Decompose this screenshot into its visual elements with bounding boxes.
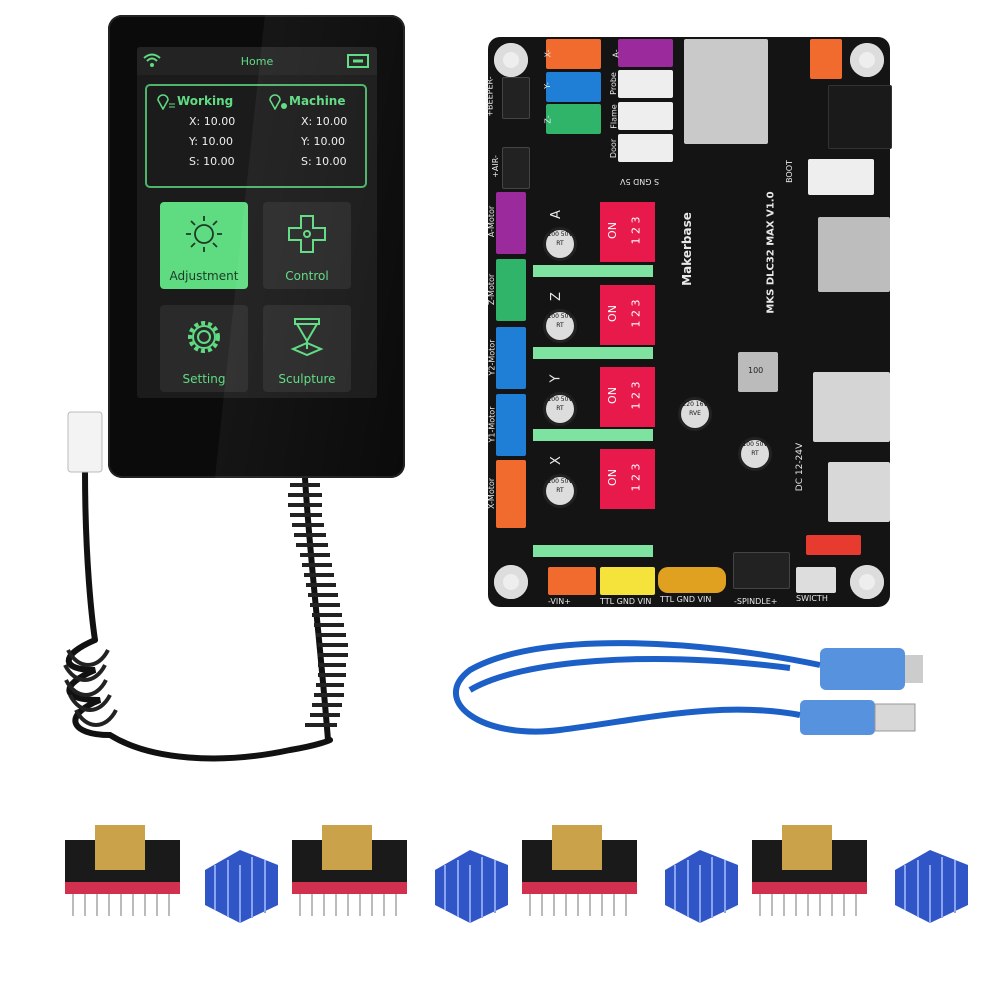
working-x: X: 10.00 [189, 115, 236, 128]
stepper-driver [64, 824, 181, 917]
usb-b-port [828, 85, 892, 149]
stepper-driver [751, 824, 868, 917]
z-motor-connector [496, 259, 526, 321]
dpad-icon [288, 215, 326, 253]
x-motor-connector [496, 460, 526, 528]
mount-hole [494, 565, 528, 599]
working-label: Working [177, 94, 234, 108]
flame-connector [618, 102, 673, 130]
mount-hole [850, 43, 884, 77]
rj-connector [67, 411, 103, 473]
capacitor: 220 16V RVE [678, 397, 712, 431]
machine-s: S: 10.00 [301, 155, 347, 168]
a-motor-connector [496, 192, 526, 254]
position-panel: Working X: 10.00 Y: 10.00 S: 10.00 Machi… [145, 84, 367, 188]
dc-jack [828, 462, 890, 522]
laser-head-icon [290, 318, 324, 357]
machine-coords: Machine X: 10.00 Y: 10.00 S: 10.00 [265, 94, 365, 168]
heatsink [664, 849, 739, 924]
working-coords: Working X: 10.00 Y: 10.00 S: 10.00 [153, 94, 253, 168]
machine-x: X: 10.00 [301, 115, 348, 128]
a-limit-connector [618, 39, 673, 67]
adjustment-button[interactable]: Adjustment [160, 202, 248, 289]
vin-connector [548, 567, 596, 595]
setting-button[interactable]: Setting [160, 305, 248, 392]
door-connector [618, 134, 673, 162]
sculpture-button[interactable]: Sculpture [263, 305, 351, 392]
screen-header: Home [137, 47, 377, 75]
usb-a-plug [800, 700, 875, 735]
stepper-driver [291, 824, 408, 917]
boot-connector [808, 159, 874, 195]
y1-motor-connector [496, 394, 526, 456]
touch-screen: Home Working X: 10.00 Y: 10.00 S: 10.00 … [137, 47, 377, 398]
working-y: Y: 10.00 [189, 135, 233, 148]
capacitor: 100 50V RT [738, 437, 772, 471]
air-connector [502, 147, 530, 189]
wifi-icon [143, 53, 161, 67]
usb-port [813, 372, 890, 442]
sun-icon [186, 216, 222, 252]
esp32-module [684, 39, 768, 144]
link-icon[interactable] [347, 54, 369, 68]
usb-cable [453, 640, 821, 735]
capacitor: 100 50V RT [543, 309, 577, 343]
probe-connector [618, 70, 673, 98]
location-pin-icon [157, 94, 175, 110]
beeper-connector [502, 77, 530, 119]
mount-hole [850, 565, 884, 599]
y-limit-connector [546, 72, 601, 102]
location-gear-icon [269, 94, 287, 110]
heatsink [434, 849, 509, 924]
sd-card-slot [818, 217, 890, 292]
capacitor: 100 50V RT [543, 227, 577, 261]
driver-socket [533, 265, 653, 277]
mount-hole [494, 43, 528, 77]
machine-label: Machine [289, 94, 346, 108]
ttl-connector [600, 567, 655, 595]
driver-socket [533, 347, 653, 359]
capacitor: 100 50V RT [543, 392, 577, 426]
driver-socket [533, 545, 653, 557]
xt60-connector [658, 567, 726, 593]
control-button[interactable]: Control [263, 202, 351, 289]
y2-motor-connector [496, 327, 526, 389]
x-limit-connector [546, 39, 601, 69]
heatsink [894, 849, 969, 924]
z-limit-connector [546, 104, 601, 134]
reset-connector [810, 39, 842, 79]
fuse [806, 535, 861, 555]
gear-icon [188, 321, 220, 353]
spindle-terminal [733, 552, 790, 589]
working-s: S: 10.00 [189, 155, 235, 168]
usb-b-plug [820, 648, 905, 690]
driver-socket [533, 429, 653, 441]
coil-turns [63, 483, 348, 727]
capacitor: 100 50V RT [543, 474, 577, 508]
coiled-cable [65, 467, 333, 762]
heatsink [204, 849, 279, 924]
inductor: 100 [738, 352, 778, 392]
machine-y: Y: 10.00 [301, 135, 345, 148]
stepper-driver [521, 824, 638, 917]
switch-connector [796, 567, 836, 593]
screen-title: Home [240, 55, 274, 68]
